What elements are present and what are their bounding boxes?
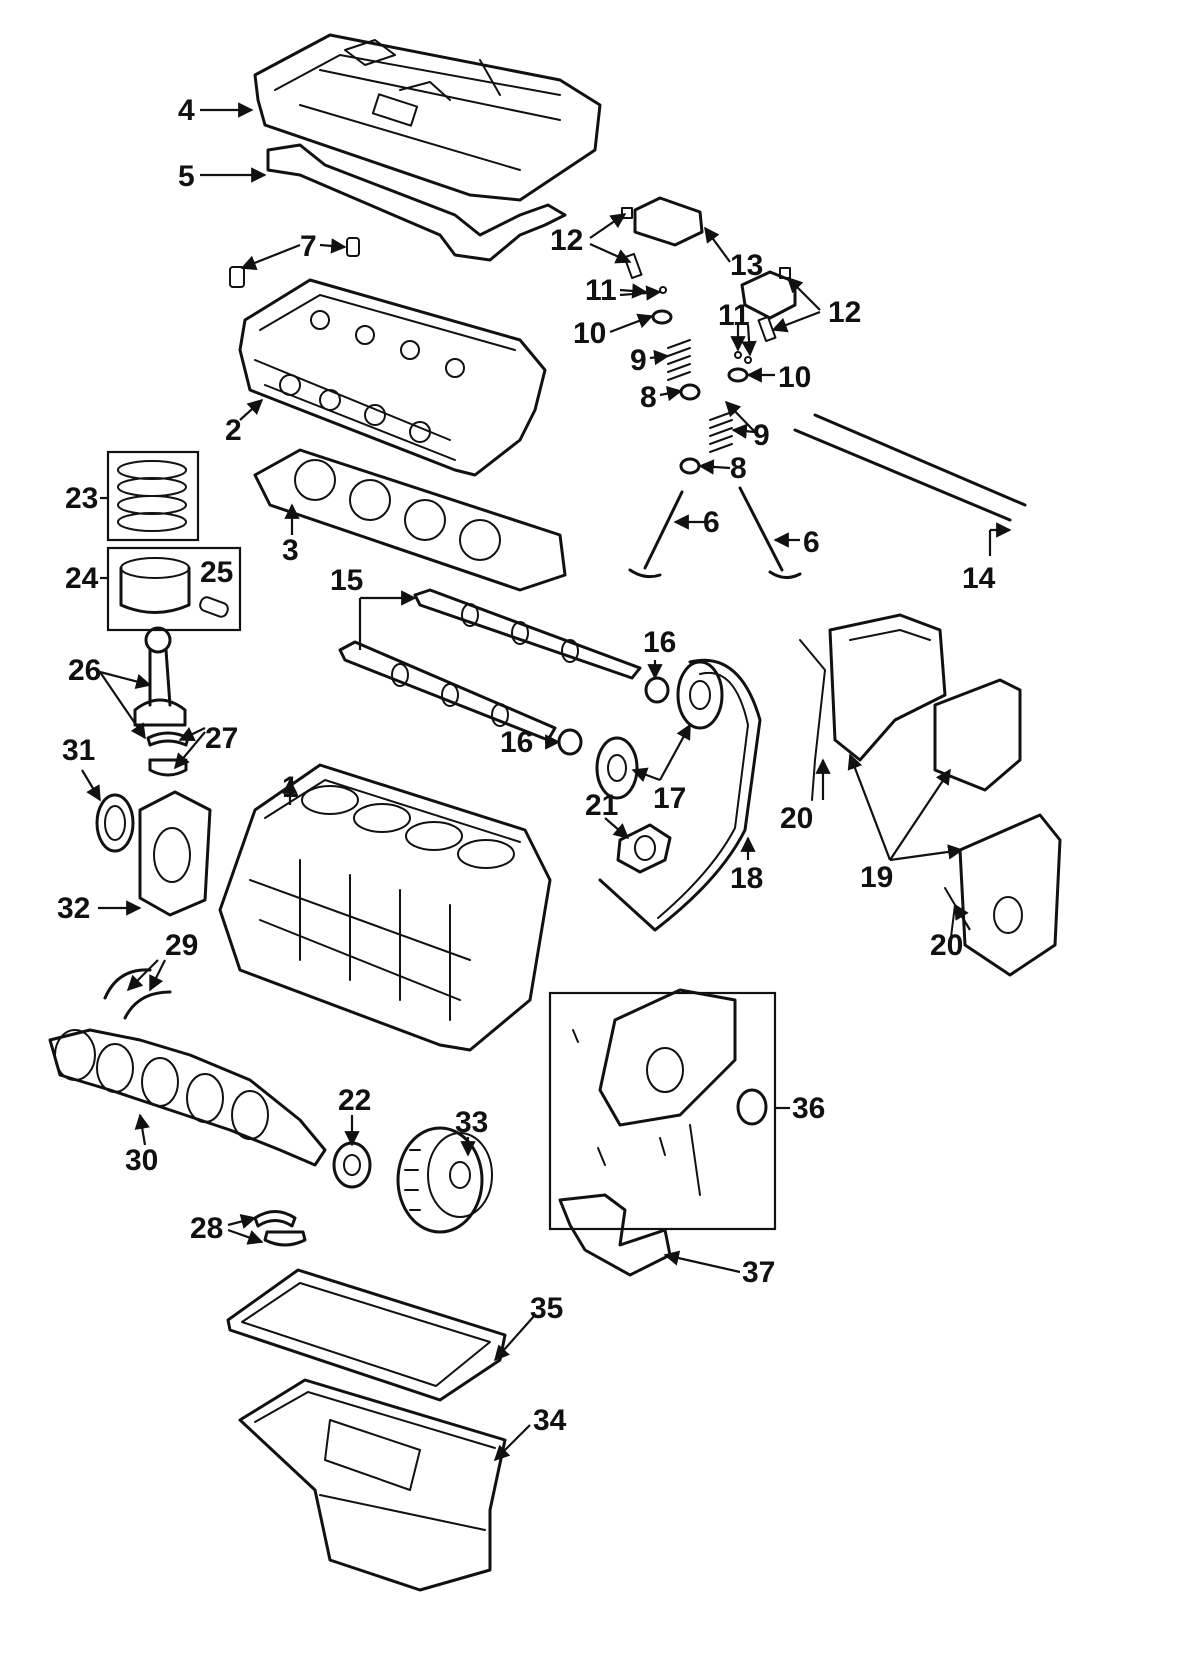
callout-32: 32 <box>57 892 90 925</box>
callout-17: 17 <box>653 782 686 815</box>
callout-8a: 8 <box>640 381 657 414</box>
part-seal-housing <box>138 790 212 917</box>
callout-labels: 1 2 3 4 5 6 6 7 8 8 9 9 10 10 11 11 12 1… <box>57 94 996 1437</box>
callout-20b: 20 <box>930 929 963 962</box>
callout-5: 5 <box>178 160 195 193</box>
callout-3: 3 <box>282 534 299 567</box>
callout-20a: 20 <box>780 802 813 835</box>
callout-11b: 11 <box>718 299 750 332</box>
part-rocker-shafts <box>793 413 1027 522</box>
part-cam-seals <box>557 676 670 756</box>
part-piston <box>106 546 242 632</box>
part-main-bearings <box>253 1210 307 1247</box>
callout-22: 22 <box>338 1084 371 1117</box>
part-valve-stem-seals <box>679 383 701 475</box>
callout-16b: 16 <box>500 726 533 759</box>
part-timing-cover-middle <box>933 678 1022 792</box>
callout-12a: 12 <box>550 224 583 257</box>
callout-34: 34 <box>533 1404 567 1437</box>
part-belt-tensioner <box>616 823 672 874</box>
part-oil-seal <box>95 793 135 853</box>
callout-19: 19 <box>860 861 893 894</box>
callout-37: 37 <box>742 1256 775 1289</box>
part-cam-sprockets <box>595 660 724 800</box>
callout-10b: 10 <box>778 361 811 394</box>
callout-6b: 6 <box>803 526 820 559</box>
part-rocker-arm-upper <box>621 196 704 280</box>
part-crank-gear <box>332 1141 372 1189</box>
callout-1: 1 <box>282 771 299 804</box>
callout-28: 28 <box>190 1212 223 1245</box>
callout-9b: 9 <box>753 419 770 452</box>
part-connecting-rod <box>133 626 187 727</box>
part-valve-cover-gasket <box>266 143 567 262</box>
callout-31: 31 <box>62 734 95 767</box>
part-head-gasket <box>253 448 567 592</box>
callout-8b: 8 <box>730 452 747 485</box>
part-engine-block <box>218 763 552 1052</box>
callout-14: 14 <box>962 562 996 595</box>
part-piston-rings <box>106 450 200 542</box>
callout-33: 33 <box>455 1106 488 1139</box>
callout-26: 26 <box>68 654 101 687</box>
part-oil-strainer <box>558 1193 672 1277</box>
part-oil-pump-group <box>548 988 777 1231</box>
callout-4: 4 <box>178 94 195 127</box>
part-dowel-pins <box>229 237 360 288</box>
callout-25: 25 <box>200 556 233 589</box>
part-crankshaft <box>48 1028 327 1167</box>
callout-21: 21 <box>585 789 618 822</box>
part-cylinder-head <box>238 278 547 477</box>
part-oil-pan <box>238 1378 507 1592</box>
part-oil-pan-gasket <box>226 1268 507 1402</box>
part-valves <box>628 486 802 579</box>
callout-6a: 6 <box>703 506 720 539</box>
oil-pump-bracket-box <box>548 991 777 1231</box>
callout-leader-lines <box>81 102 1010 1462</box>
callout-15: 15 <box>330 564 363 597</box>
callout-12b: 12 <box>828 296 861 329</box>
callout-7: 7 <box>300 230 317 263</box>
callout-24: 24 <box>65 562 99 595</box>
callout-2: 2 <box>225 414 242 447</box>
part-timing-belt <box>598 658 762 932</box>
callout-13: 13 <box>730 249 763 282</box>
callout-11a: 11 <box>585 274 617 307</box>
callout-29: 29 <box>165 929 198 962</box>
callout-18: 18 <box>730 862 763 895</box>
callout-16a: 16 <box>643 626 676 659</box>
callout-30: 30 <box>125 1144 158 1177</box>
callout-23: 23 <box>65 482 98 515</box>
callout-10a: 10 <box>573 317 606 350</box>
part-valve-springs <box>667 339 733 453</box>
callout-35: 35 <box>530 1292 563 1325</box>
callout-36: 36 <box>792 1092 825 1125</box>
part-timing-cover-lower <box>958 813 1062 977</box>
callout-27: 27 <box>205 722 238 755</box>
part-valve-cover <box>253 33 602 202</box>
part-crank-pulley <box>396 1126 493 1234</box>
part-camshafts <box>338 588 642 742</box>
part-thrust-washers <box>103 968 172 1020</box>
callout-9a: 9 <box>630 344 647 377</box>
part-timing-cover-upper <box>828 613 947 762</box>
